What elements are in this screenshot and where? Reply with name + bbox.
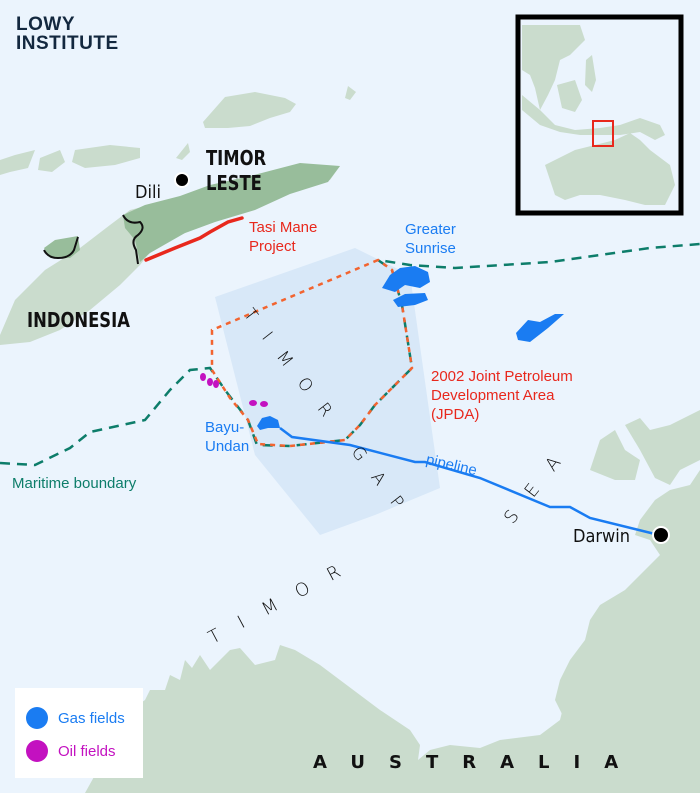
- label-greater-sunrise-1: Greater: [405, 221, 456, 238]
- label-darwin: Darwin: [573, 526, 631, 547]
- dili-marker: [174, 172, 190, 188]
- label-greater-sunrise-2: Sunrise: [405, 240, 456, 257]
- legend: Gas fields Oil fields: [15, 688, 143, 778]
- label-timor-leste-2: LESTE: [206, 171, 262, 195]
- label-bayu-undan-2: Undan: [205, 438, 250, 455]
- land-timor-leste: [123, 163, 340, 262]
- label-timor-leste-1: TIMOR: [206, 146, 267, 170]
- label-indonesia: INDONESIA: [27, 308, 130, 332]
- timor-gap-zone: [215, 248, 440, 535]
- lowy-institute-logo: LOWY INSTITUTE: [16, 14, 119, 54]
- label-dili: Dili: [135, 182, 161, 203]
- label-jpda-3: (JPDA): [431, 406, 480, 423]
- inset-map: [515, 14, 684, 216]
- gas-field-swatch-icon: [26, 707, 48, 729]
- legend-item-gas: Gas fields: [26, 707, 125, 729]
- legend-label-gas: Gas fields: [58, 709, 125, 727]
- label-tasi-mane-2: Project: [249, 238, 296, 255]
- oil-fields: [200, 373, 268, 407]
- logo-line-1: LOWY: [16, 14, 75, 35]
- label-jpda-2: Development Area: [431, 387, 555, 404]
- label-jpda-1: 2002 Joint Petroleum: [431, 368, 573, 385]
- pipeline-line: [279, 427, 656, 536]
- legend-label-oil: Oil fields: [58, 742, 116, 760]
- label-maritime-boundary: Maritime boundary: [12, 475, 137, 492]
- label-tasi-mane-1: Tasi Mane: [249, 219, 318, 236]
- gas-fields: [257, 266, 564, 430]
- darwin-marker: [652, 526, 670, 544]
- tasi-mane-line: [144, 216, 244, 262]
- border-line-oecusse: [43, 236, 79, 260]
- label-australia: AUSTRALIA: [313, 752, 643, 773]
- label-bayu-undan-1: Bayu-: [205, 419, 245, 436]
- land-oecusse: [44, 236, 80, 258]
- land-australia: [85, 410, 700, 793]
- maritime-boundary-line: [0, 242, 700, 467]
- legend-item-oil: Oil fields: [26, 740, 116, 762]
- oil-field-swatch-icon: [26, 740, 48, 762]
- border-line: [122, 214, 144, 265]
- land-lesser-sunda: [0, 86, 356, 345]
- logo-line-2: INSTITUTE: [16, 32, 119, 54]
